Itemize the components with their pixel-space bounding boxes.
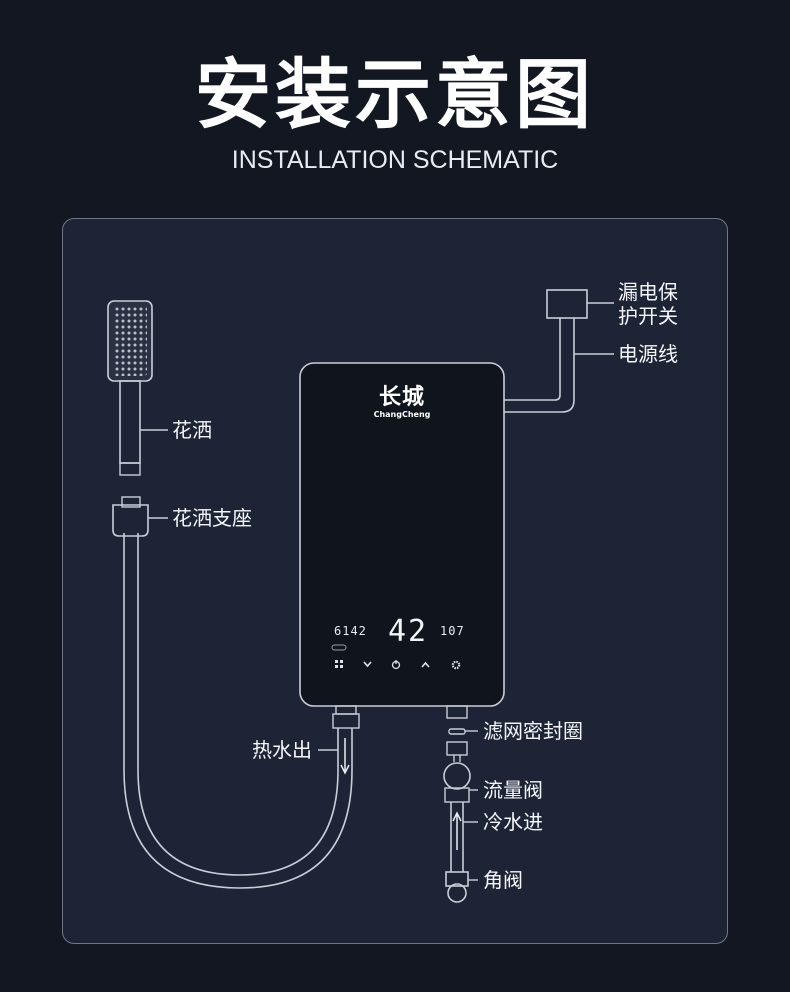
brand-name-cn: 长城 xyxy=(378,385,425,410)
display-left-readout: 6142 xyxy=(334,624,367,638)
display-center-temp: 42 xyxy=(388,614,429,649)
brand-name-en: ChangCheng xyxy=(373,410,431,419)
chevron-up-icon xyxy=(421,661,430,668)
shower-hose-inner xyxy=(137,533,339,876)
leakage-switch-box xyxy=(546,289,588,319)
shower-holder xyxy=(112,504,149,537)
label-angle-valve: 角阀 xyxy=(483,868,523,892)
page-title: 安装示意图 xyxy=(195,50,595,139)
label-hot-water-out: 热水出 xyxy=(252,738,312,762)
shower-handle xyxy=(119,380,141,464)
label-shower-head: 花洒 xyxy=(172,418,212,442)
chevron-down-icon xyxy=(363,661,372,668)
hot-water-arrow xyxy=(340,738,350,775)
fan-icon xyxy=(335,660,343,668)
connector-nut xyxy=(446,741,468,756)
shower-hose-outer xyxy=(123,533,353,889)
display-right-readout: 107 xyxy=(440,624,465,638)
hot-water-fitting xyxy=(335,705,357,715)
angle-valve xyxy=(445,871,469,887)
power-icon xyxy=(391,660,401,670)
label-cold-water-in: 冷水进 xyxy=(483,810,543,834)
water-heater-body xyxy=(299,362,505,707)
cold-water-arrow xyxy=(452,811,462,850)
hot-water-nut xyxy=(332,713,360,729)
label-power-cord: 电源线 xyxy=(618,342,678,366)
label-flow-valve: 流量阀 xyxy=(483,778,543,802)
page-subtitle: INSTALLATION SCHEMATIC xyxy=(231,146,559,174)
shower-holder-clip xyxy=(121,496,141,508)
power-cord-outer xyxy=(504,318,575,413)
angle-valve-knob xyxy=(447,883,467,903)
brand-logo: 长城 ChangCheng xyxy=(362,386,442,420)
label-leakage-switch: 漏电保 护开关 xyxy=(618,280,678,328)
filter-seal-ring xyxy=(448,728,466,735)
display-small-bar xyxy=(331,644,347,651)
power-cord xyxy=(504,318,561,401)
label-filter-seal: 滤网密封圈 xyxy=(483,719,583,743)
flow-valve xyxy=(443,762,471,790)
cold-water-fitting xyxy=(446,705,468,719)
shower-handle-end xyxy=(119,462,141,476)
label-shower-holder: 花洒支座 xyxy=(172,506,252,530)
